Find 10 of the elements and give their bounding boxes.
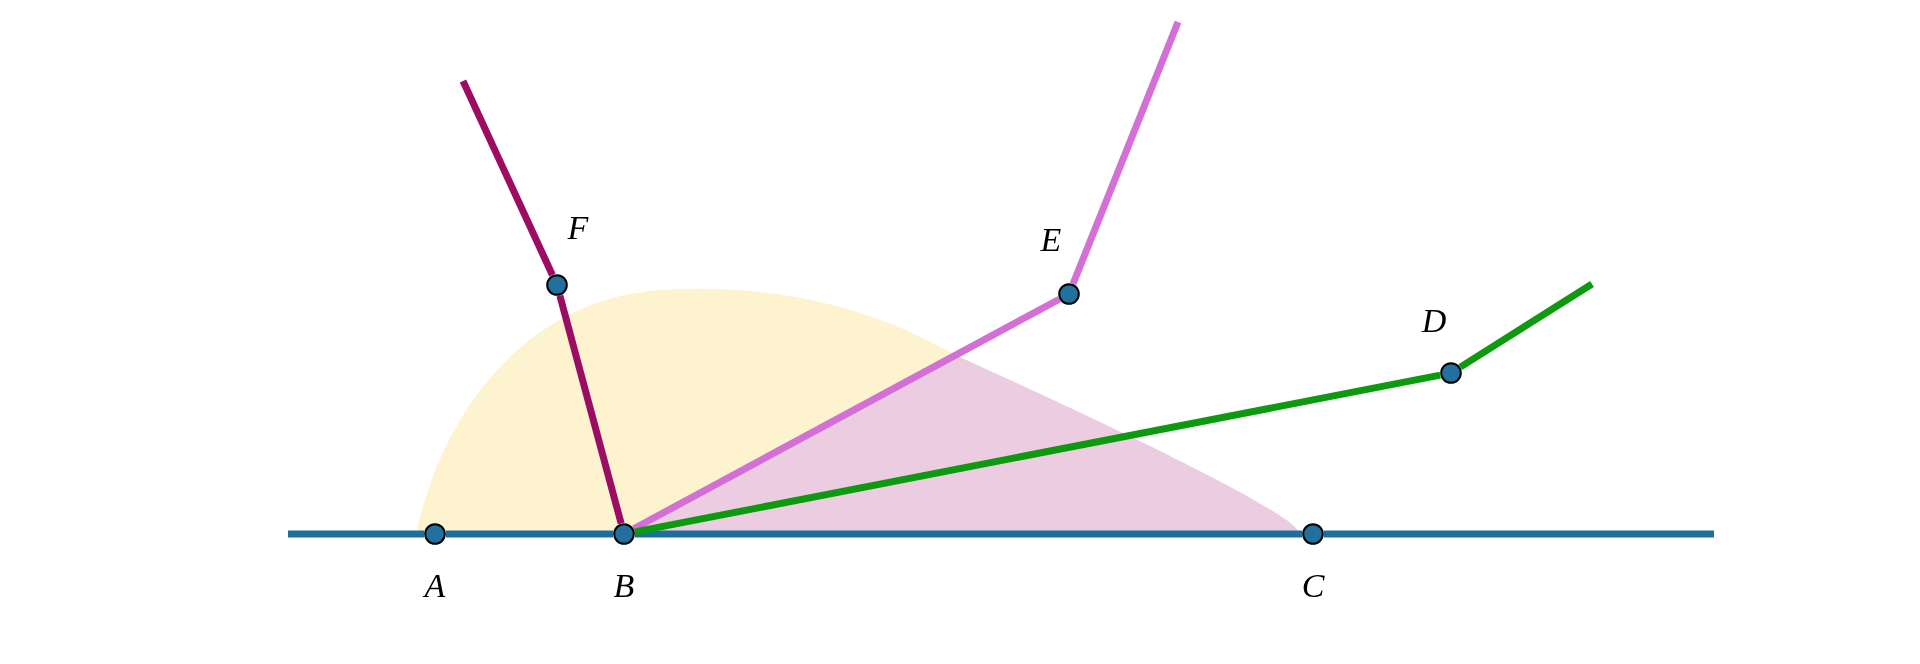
- line-segment: [634, 371, 1441, 536]
- point-label: C: [1300, 568, 1326, 604]
- line-segment: [635, 530, 1302, 538]
- line-segment: [556, 294, 625, 525]
- point-label: F: [566, 210, 590, 246]
- point-label: D: [1420, 303, 1448, 339]
- line-segment: [446, 530, 613, 538]
- point-label: A: [421, 568, 447, 604]
- point-label: E: [1039, 222, 1063, 258]
- point-label: B: [612, 568, 636, 604]
